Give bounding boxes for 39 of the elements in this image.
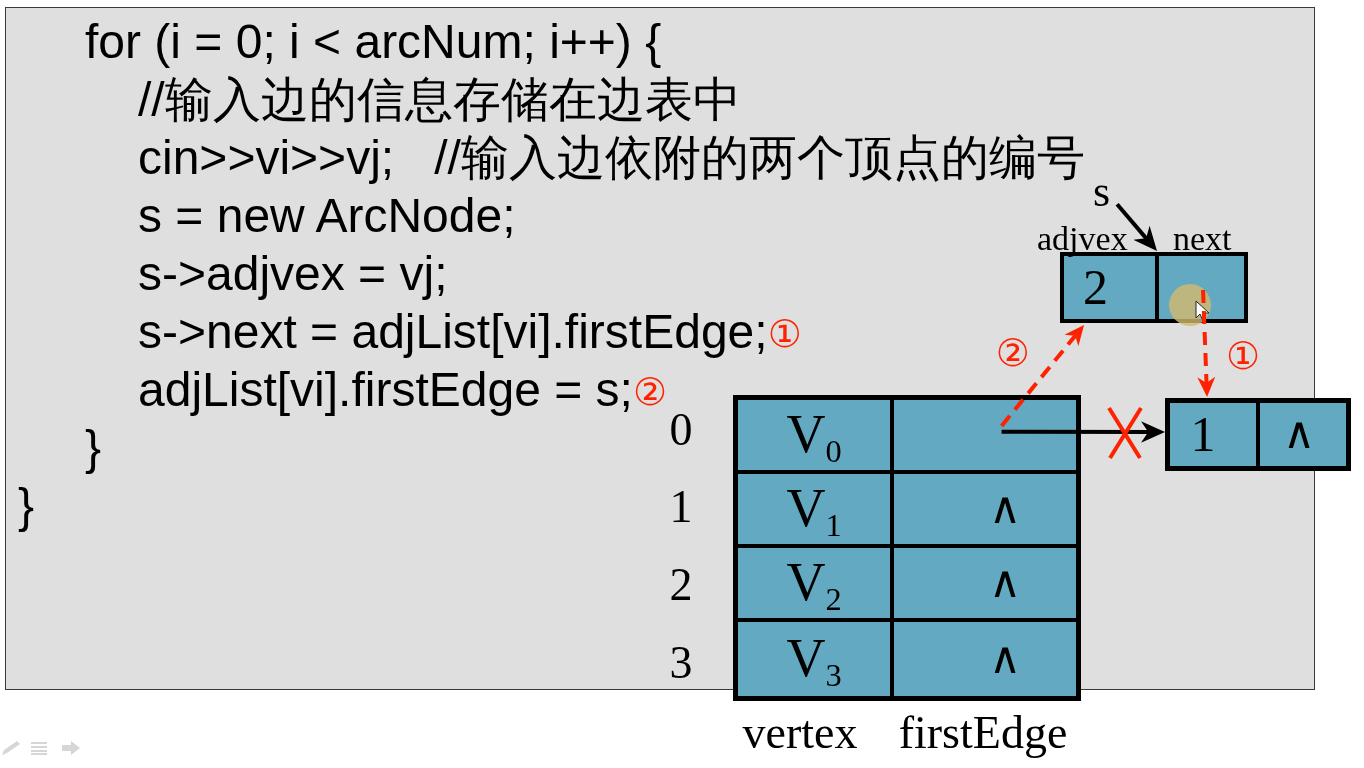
arrow xyxy=(1001,421,1165,443)
vertex-name: V$_{1}$ xyxy=(786,479,842,539)
table-cell xyxy=(890,474,1076,548)
code-line: s = new ArcNode; xyxy=(138,188,516,245)
code-line: s->adjvex = vj; xyxy=(138,246,448,303)
field-name: adjvex xyxy=(1037,219,1128,259)
vertex-table xyxy=(733,395,1081,701)
vertex-name: V$_{2}$ xyxy=(786,553,842,613)
step-number: ② xyxy=(632,368,667,415)
linked-list-node xyxy=(1165,398,1351,471)
code-comment: //输入边的信息存储在边表中 xyxy=(138,72,741,129)
code-line: } xyxy=(18,478,35,535)
code-line: for (i = 0; i < arcNum; i++) { xyxy=(85,14,662,71)
code-line: s->next = adjList[vi].firstEdge; xyxy=(138,304,768,361)
column-header: firstEdge xyxy=(898,705,1068,760)
table-cell xyxy=(890,548,1076,622)
null-pointer-symbol: ∧ xyxy=(989,558,1021,608)
row-index: 2 xyxy=(669,557,693,612)
table-cell xyxy=(890,400,1076,474)
arrow xyxy=(1115,203,1157,251)
vertex-name: V$_{3}$ xyxy=(786,629,842,689)
column-header: vertex xyxy=(742,705,858,760)
pointer-variable: s xyxy=(1093,170,1111,214)
adjvex-value: 2 xyxy=(1083,260,1108,315)
field-name: next xyxy=(1173,219,1232,259)
row-index: 1 xyxy=(669,479,693,534)
row-index: 3 xyxy=(669,635,693,690)
step-number: ① xyxy=(767,310,802,357)
code-line: } xyxy=(85,420,102,477)
null-pointer-symbol: ∧ xyxy=(1283,410,1315,459)
row-index: 0 xyxy=(669,402,693,457)
code-line: adjList[vi].firstEdge = s; xyxy=(138,362,633,419)
vertex-name: V$_{0}$ xyxy=(786,405,842,465)
arrow xyxy=(1197,289,1216,397)
null-pointer-symbol: ∧ xyxy=(989,634,1021,684)
adjvex-value: 1 xyxy=(1190,407,1216,462)
code-line: cin>>vi>>vj; //输入边依附的两个顶点的编号 xyxy=(138,130,1085,187)
null-pointer-symbol: ∧ xyxy=(989,484,1021,534)
arrow xyxy=(1000,325,1085,428)
